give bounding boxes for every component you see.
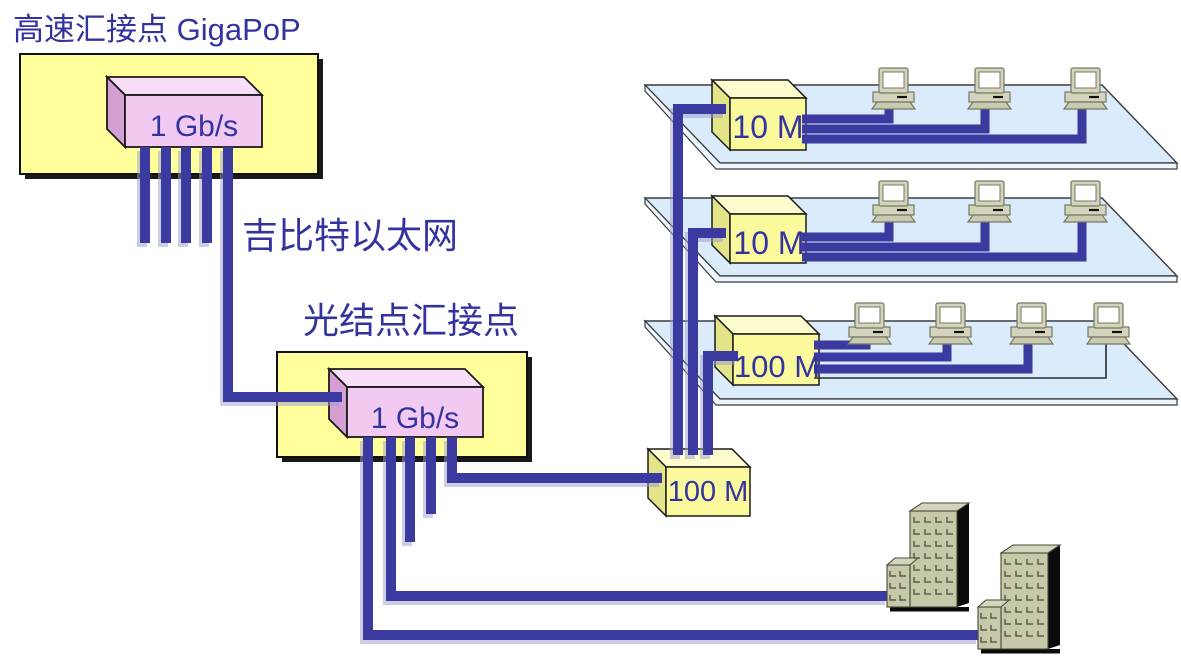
building-distribution-hub-box [646, 447, 752, 518]
gigabit-ethernet-label: 吉比特以太网 [242, 215, 458, 256]
floor3-hub-box [713, 314, 821, 387]
computer-icon [1085, 301, 1132, 346]
computer-icon [870, 179, 917, 224]
computer-icon [1008, 301, 1055, 346]
optical-node-title: 光结点汇接点 [303, 300, 519, 341]
computer-icon [846, 301, 893, 346]
gigapop-title: 高速汇接点 GigaPoP [13, 12, 301, 47]
gigapop-switch-speed-label: 1 Gb/s [150, 110, 238, 143]
computer-icon [1062, 66, 1109, 111]
computer-icon [966, 66, 1013, 111]
floor3-hub-speed-label: 100 M [734, 349, 820, 384]
computer-icon [927, 301, 974, 346]
building-icon [887, 503, 969, 612]
optical-switch-speed-label: 1 Gb/s [371, 402, 459, 435]
computer-icon [870, 66, 917, 111]
building-hub-speed-label: 100 M [668, 476, 749, 508]
computer-icon [966, 179, 1013, 224]
building-icon [978, 545, 1060, 654]
floor1-hub-box [710, 78, 808, 152]
floor1-hub-speed-label: 10 M [732, 109, 803, 145]
thin-link-floor3-pc4 [814, 338, 1107, 379]
computer-icon [1062, 179, 1109, 224]
floor2-hub-speed-label: 10 M [733, 225, 804, 261]
floor-lan-links [802, 103, 1087, 374]
optical-switch-box [326, 366, 486, 440]
gigapop-switch-box [104, 74, 265, 150]
